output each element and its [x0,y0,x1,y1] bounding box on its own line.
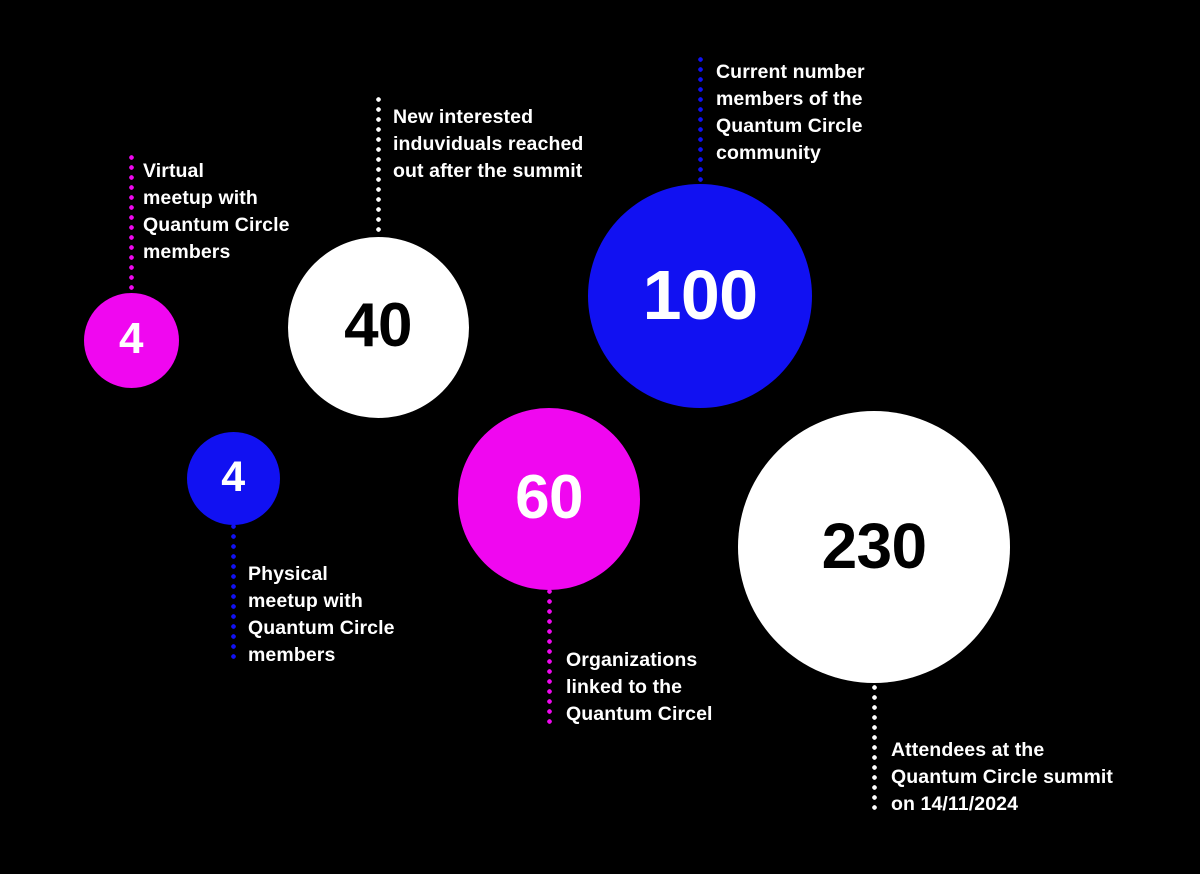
connector-physical-meetup [230,524,236,664]
caption-organizations-linked: Organizations linked to the Quantum Circ… [566,649,713,725]
caption-physical-meetup: Physical meetup with Quantum Circle memb… [248,563,395,666]
bubble-physical-meetup[interactable]: 4 [186,431,280,525]
bubble-value-organizations-linked: 60 [515,463,583,532]
connector-virtual-meetup [128,155,134,293]
caption-new-individuals: New interested induviduals reached out a… [393,106,584,182]
caption-virtual-meetup: Virtual meetup with Quantum Circle membe… [143,160,290,263]
bubble-organizations-linked[interactable]: 60 [458,408,640,590]
caption-summit-attendees: Attendees at the Quantum Circle summit o… [891,739,1114,815]
bubble-value-physical-meetup: 4 [221,452,245,501]
connector-new-individuals [375,97,381,239]
connector-summit-attendees [871,675,877,815]
bubble-value-virtual-meetup: 4 [118,314,144,363]
bubble-value-community-members: 100 [642,256,758,334]
connector-community-members [697,57,703,187]
bubble-summit-attendees[interactable]: 230 [738,411,1010,683]
bubble-community-members[interactable]: 100 [588,184,812,408]
caption-community-members: Current number members of the Quantum Ci… [716,61,865,164]
bubble-new-individuals[interactable]: 40 [287,236,469,418]
bubble-value-summit-attendees: 230 [821,510,928,582]
bubble-value-new-individuals: 40 [344,291,412,360]
connector-organizations-linked [546,589,552,729]
bubble-virtual-meetup[interactable]: 4 [83,292,179,388]
